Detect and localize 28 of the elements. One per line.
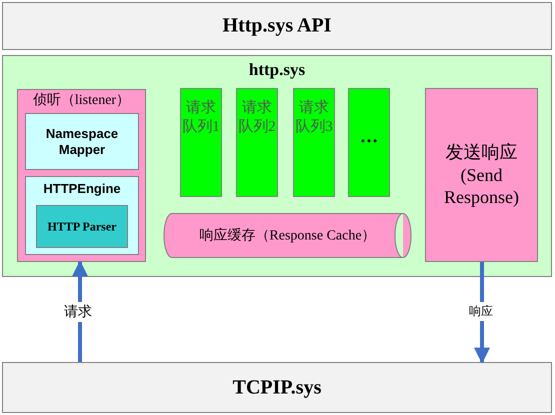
queue-box bbox=[293, 88, 335, 197]
system-panel bbox=[2, 55, 552, 277]
footer-band bbox=[2, 362, 552, 413]
edge-label: 请求 bbox=[62, 302, 94, 322]
box-label: Namespace Mapper bbox=[44, 125, 120, 158]
box-label: 请求队列3 bbox=[294, 99, 334, 136]
box-label: Http.sys API bbox=[222, 14, 332, 38]
queue-box bbox=[236, 88, 278, 197]
box-label: 请求队列2 bbox=[237, 99, 277, 136]
box-title: http.sys bbox=[248, 59, 306, 80]
listener-box bbox=[17, 89, 146, 262]
box-label: TCPIP.sys bbox=[232, 375, 322, 400]
cache-cylinder bbox=[163, 213, 412, 258]
module-box bbox=[25, 113, 139, 170]
box-label: HTTP Parser bbox=[46, 219, 118, 234]
box-label: 请求队列1 bbox=[181, 99, 221, 136]
box-label: 发送响应(Send Response) bbox=[443, 141, 520, 208]
send-box bbox=[425, 88, 538, 262]
engine-box bbox=[25, 176, 139, 255]
edge-label: 响应 bbox=[467, 302, 495, 321]
header-band bbox=[2, 2, 552, 50]
box-label: … bbox=[359, 125, 379, 148]
box-title: 侦听（listener） bbox=[32, 92, 132, 110]
queue-box bbox=[348, 88, 390, 197]
box-title: HTTPEngine bbox=[42, 181, 122, 198]
box-label: 响应缓存（Response Cache） bbox=[198, 226, 377, 244]
queue-box bbox=[180, 88, 222, 197]
parser-box bbox=[36, 205, 128, 248]
